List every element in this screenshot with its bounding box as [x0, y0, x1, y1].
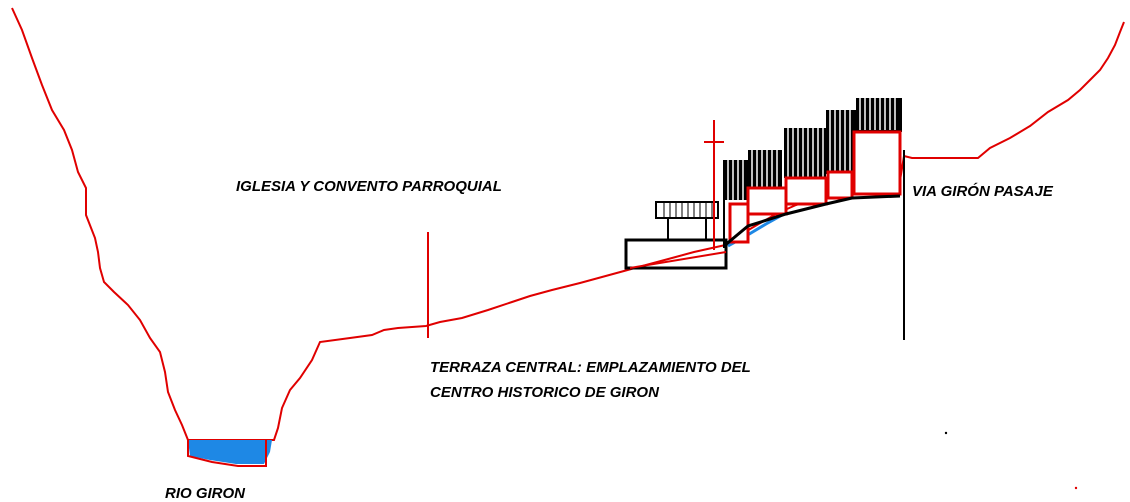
riverbed-line [187, 440, 267, 467]
river-water [188, 440, 272, 464]
label-terraza-line2: CENTRO HISTORICO DE GIRON [430, 384, 660, 401]
dot-mark [1074, 486, 1078, 490]
label-via: VIA GIRÓN PASAJE [912, 182, 1054, 200]
dot-mark [944, 431, 948, 435]
convent-structure [723, 98, 902, 248]
label-iglesia: IGLESIA Y CONVENTO PARROQUIAL [236, 178, 502, 195]
terrain-profile-line [11, 7, 1125, 441]
label-terraza-line1: TERRAZA CENTRAL: EMPLAZAMIENTO DEL [430, 359, 751, 376]
label-rio: RIO GIRON [165, 485, 246, 502]
church-structure [624, 120, 728, 270]
